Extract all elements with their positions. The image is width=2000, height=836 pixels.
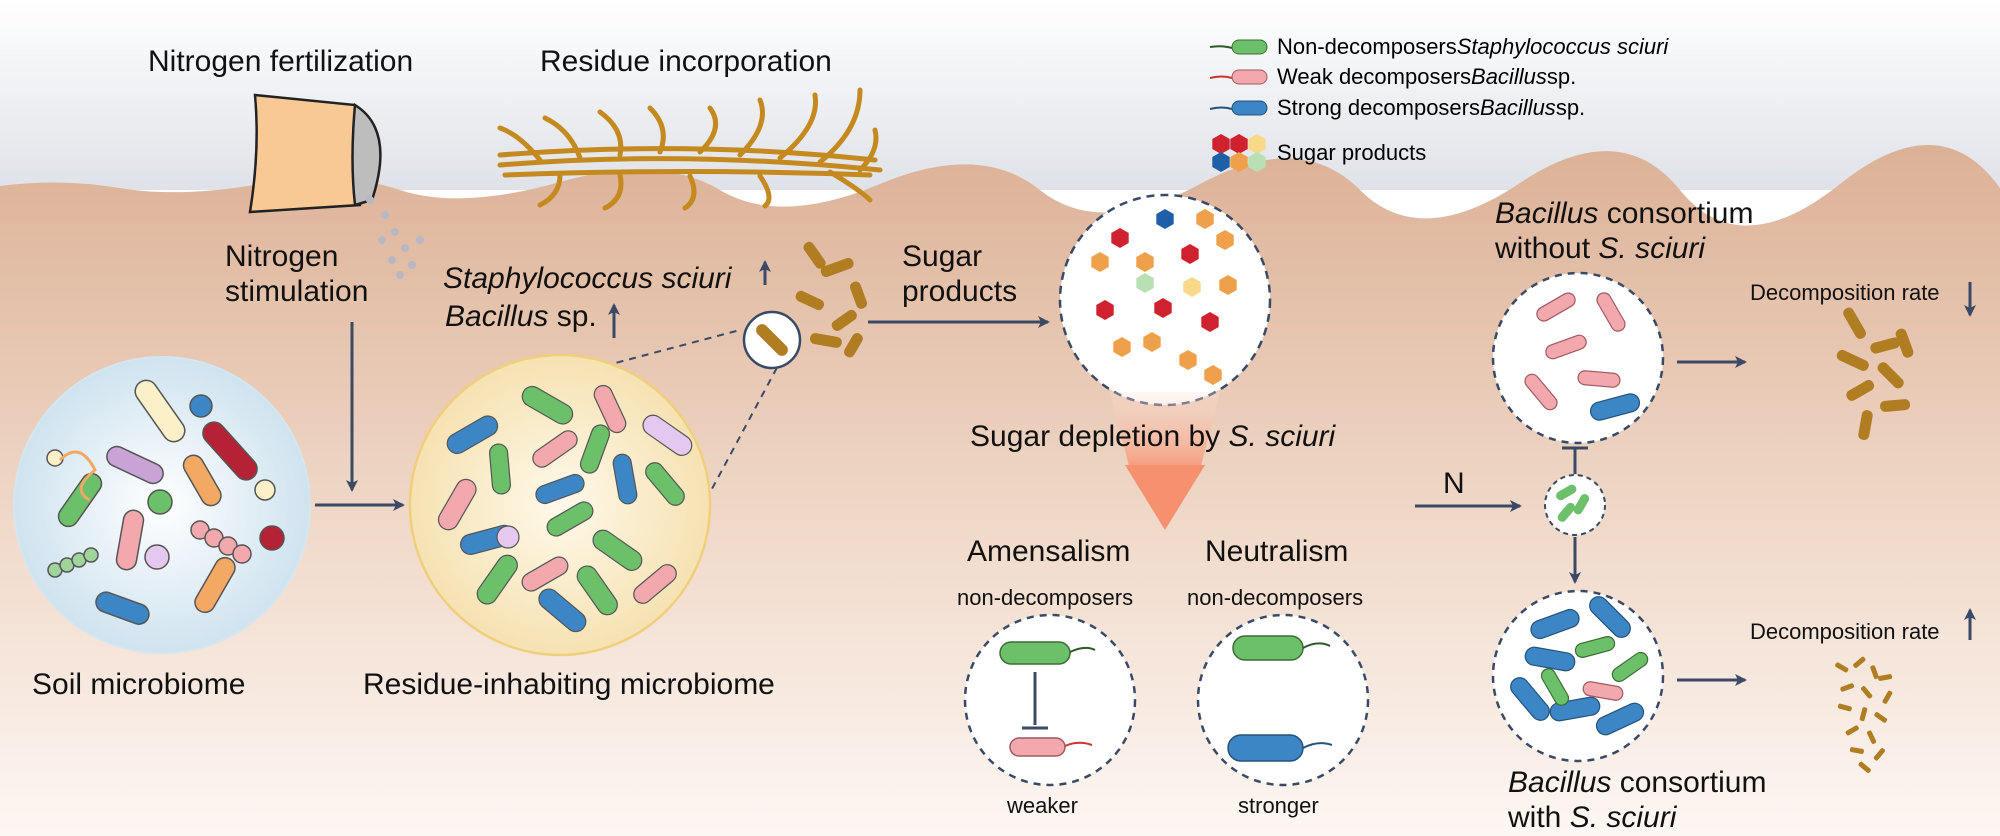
- legend-weak-decomposers: Weak decomposers Bacillus sp.: [1277, 63, 1576, 91]
- label-nitrogen-fertilization: Nitrogen fertilization: [148, 45, 414, 78]
- sugar-products-circle: [1058, 193, 1272, 407]
- label-residue-incorporation: Residue incorporation: [540, 45, 832, 78]
- flow-arrows: [315, 260, 1976, 686]
- label-non-decomposers-amensalism: non-decomposers: [957, 585, 1134, 610]
- label-text: with: [1508, 800, 1570, 834]
- amensalism-circle: [963, 613, 1137, 787]
- label-text: consortium: [1611, 766, 1767, 799]
- label-text: Sugar depletion by: [970, 420, 1229, 453]
- label-line: stimulation: [225, 274, 369, 308]
- legend-sugar-hexagons-icon: [1212, 134, 1266, 172]
- residue-fragments: [795, 241, 868, 358]
- s-sciuri-node: [1544, 474, 1606, 536]
- label-text: consortium: [1598, 197, 1754, 230]
- label-sugar-products: Sugar products: [902, 240, 1017, 309]
- label-bacillus-up: Bacillus sp.: [445, 300, 597, 335]
- residue-decomposition-fast: [1835, 656, 1893, 773]
- label-species: S. sciuri: [1228, 420, 1336, 453]
- legend-blue-bacterium-icon: [1231, 100, 1268, 116]
- consortium-with-circle: [1491, 589, 1665, 763]
- label-species: S. sciuri: [1569, 800, 1677, 834]
- straw-residue-icon: [497, 87, 883, 211]
- label-neutralism: Neutralism: [1205, 535, 1349, 568]
- label-line: Bacillus consortium: [1495, 197, 1753, 232]
- legend-species: Bacillus: [1471, 64, 1547, 89]
- label-species: Bacillus: [1508, 766, 1612, 799]
- soil-microbiome-circle: [13, 356, 311, 654]
- legend-icons: [1209, 39, 1268, 172]
- legend-suffix: sp.: [1546, 64, 1577, 89]
- label-line: Sugar: [902, 240, 983, 273]
- legend-label: Sugar products: [1277, 140, 1427, 165]
- label-decomposition-rate-down: Decomposition rate: [1750, 280, 1940, 305]
- label-line: Bacillus consortium: [1508, 766, 1766, 801]
- label-line: Nitrogen: [225, 240, 339, 273]
- magnifier-circle: [603, 310, 802, 501]
- residue-decomposition-slow: [1836, 307, 1914, 441]
- sugar-depletion-funnel: [1110, 392, 1220, 530]
- label-decomposition-rate-up: Decomposition rate: [1750, 619, 1940, 644]
- label-weaker: weaker: [1007, 793, 1078, 818]
- legend-suffix: sp.: [1555, 95, 1586, 120]
- label-suffix: sp.: [548, 300, 597, 333]
- consortium-without-circle: [1491, 271, 1665, 445]
- label-residue-microbiome: Residue-inhabiting microbiome: [363, 668, 775, 701]
- legend-label: Non-decomposers: [1277, 34, 1457, 59]
- label-nitrogen-stimulation: Nitrogen stimulation: [225, 240, 368, 309]
- legend-sugar-products: Sugar products: [1277, 139, 1426, 167]
- label-amensalism: Amensalism: [967, 535, 1131, 568]
- legend-strong-decomposers: Strong decomposers Bacillus sp.: [1277, 94, 1585, 122]
- neutralism-circle: [1196, 613, 1370, 787]
- label-n: N: [1443, 467, 1465, 500]
- label-consortium-with: Bacillus consortium with S. sciuri: [1508, 766, 1766, 835]
- label-sugar-depletion: Sugar depletion by S. sciuri: [970, 420, 1335, 455]
- label-species: S. sciuri: [1598, 231, 1706, 265]
- legend-species: Bacillus: [1480, 95, 1556, 120]
- label-soil-microbiome: Soil microbiome: [32, 668, 246, 701]
- legend-pink-bacterium-icon: [1231, 69, 1268, 85]
- legend-species: Staphylococcus sciuri: [1456, 34, 1669, 59]
- label-line: products: [902, 274, 1018, 308]
- legend-label: Weak decomposers: [1277, 64, 1472, 89]
- legend-label: Strong decomposers: [1277, 95, 1480, 120]
- label-species: Bacillus: [1495, 197, 1599, 230]
- label-stronger: stronger: [1238, 793, 1319, 818]
- residue-microbiome-circle: [408, 353, 712, 657]
- fertilizer-bag-icon: [248, 93, 424, 279]
- label-line: with S. sciuri: [1508, 801, 1766, 836]
- legend-green-bacterium-icon: [1231, 39, 1268, 55]
- label-non-decomposers-neutralism: non-decomposers: [1187, 585, 1364, 610]
- label-text: without: [1495, 231, 1599, 265]
- label-line: without S. sciuri: [1495, 232, 1753, 267]
- legend-non-decomposers: Non-decomposers Staphylococcus sciuri: [1277, 33, 1668, 61]
- label-staphylococcus-up: Staphylococcus sciuri: [443, 262, 732, 295]
- label-species: Bacillus: [445, 300, 549, 333]
- label-consortium-without: Bacillus consortium without S. sciuri: [1495, 197, 1753, 266]
